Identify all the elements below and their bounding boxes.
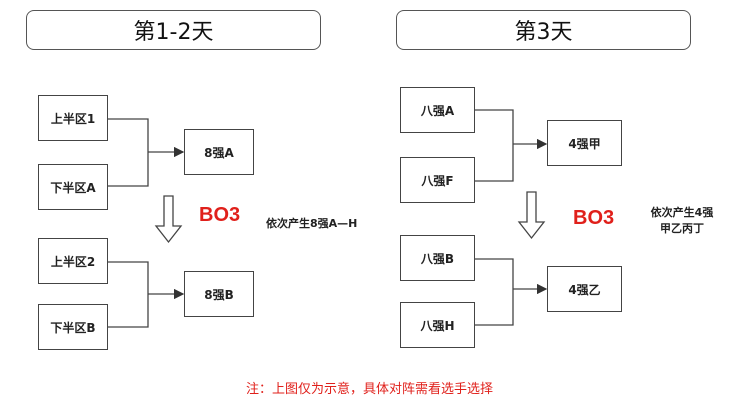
header-day-3-label: 第3天 [514,20,573,45]
team-label: 上半区1 [50,111,96,126]
side-note-left: 依次产生8强A—H [266,217,358,230]
team-box-upper-2: 上半区2 [38,238,108,284]
result-box-top4-yi: 4强乙 [547,266,622,312]
result-label: 8强B [204,287,234,302]
side-note-right-line1: 依次产生4强 [650,206,714,219]
header-day-1-2-label: 第1-2天 [133,20,214,45]
format-label-right: BO3 [573,207,615,229]
team-box-top8-f: 八强F [400,157,475,203]
team-box-lower-b: 下半区B [38,304,108,350]
team-label: 八强F [421,173,454,188]
team-label: 八强A [420,103,455,118]
result-label: 4强乙 [568,282,601,297]
team-box-lower-a: 下半区A [38,164,108,210]
team-box-upper-1: 上半区1 [38,95,108,141]
bracket-line-left-bottom [108,261,149,328]
header-day-1-2: 第1-2天 [26,10,321,50]
side-note-right: 依次产生4强 甲乙丙丁 [642,205,722,237]
result-label: 8强A [204,145,234,160]
result-box-top8-a: 8强A [184,129,254,175]
footer-note: 注：上图仅为示意，具体对阵需看选手选择 [245,382,493,397]
header-day-3: 第3天 [396,10,691,50]
team-label: 八强H [420,318,455,333]
result-box-top4-jia: 4强甲 [547,120,622,166]
result-box-top8-b: 8强B [184,271,254,317]
team-box-top8-h: 八强H [400,302,475,348]
team-box-top8-b: 八强B [400,235,475,281]
team-label: 下半区B [50,320,96,335]
team-box-top8-a: 八强A [400,87,475,133]
format-label-left: BO3 [199,204,241,226]
team-label: 下半区A [50,180,96,195]
result-label: 4强甲 [568,136,601,151]
team-label: 八强B [420,251,455,266]
bracket-line-right-top [475,109,514,182]
team-label: 上半区2 [50,254,96,269]
down-arrow-left [154,195,183,244]
bracket-line-right-bottom [475,258,514,326]
down-arrow-right [517,191,546,240]
side-note-right-line2: 甲乙丙丁 [660,222,704,235]
bracket-line-left-top [108,118,149,187]
